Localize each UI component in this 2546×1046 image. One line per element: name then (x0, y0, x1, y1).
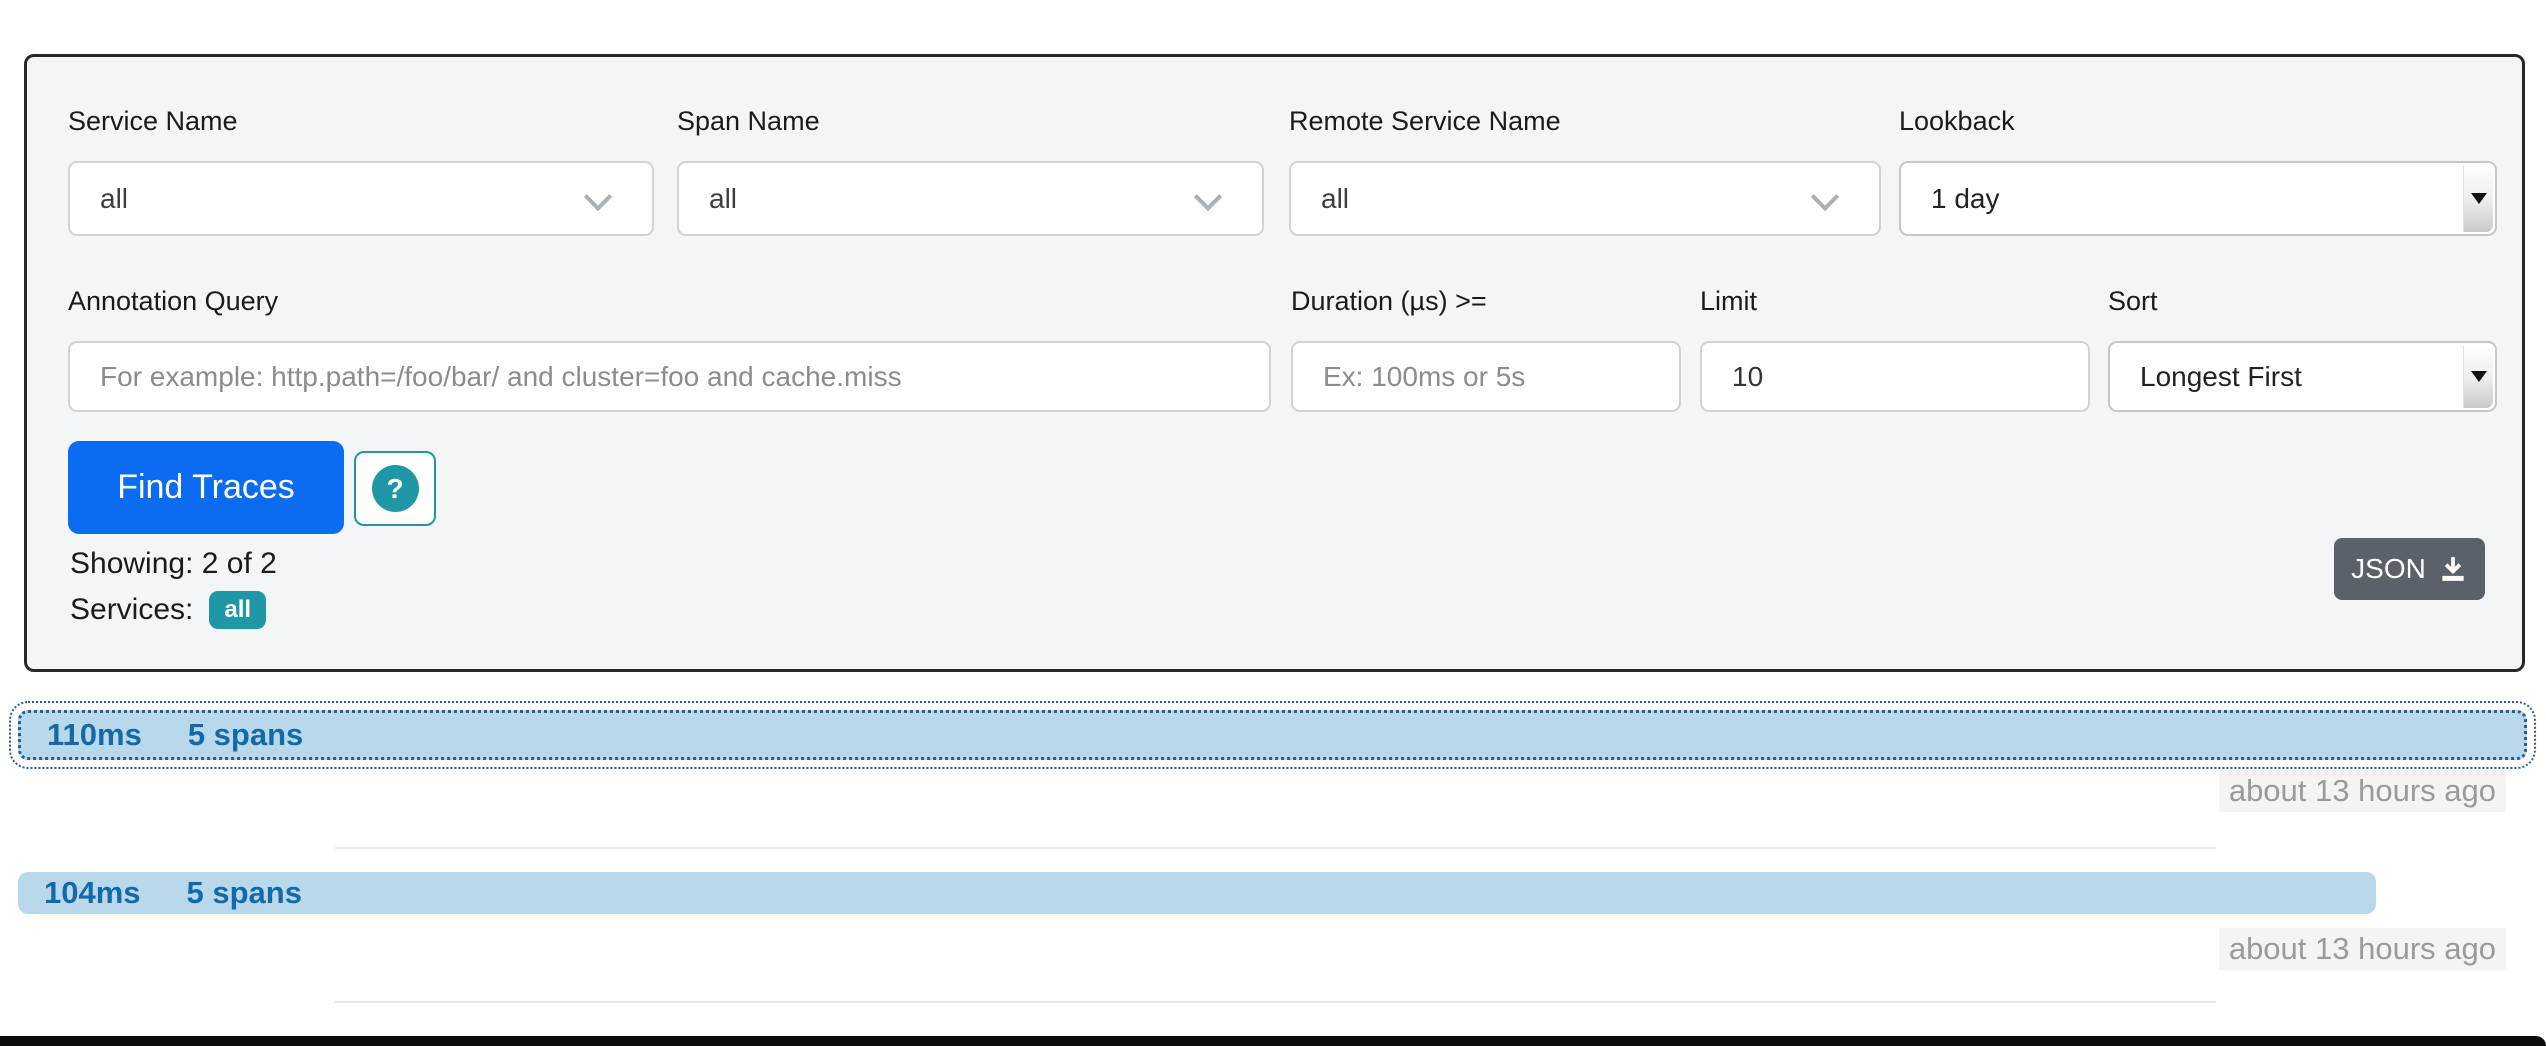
annotation-query-input[interactable] (100, 360, 1269, 393)
duration-field: Duration (µs) >= (1291, 286, 1681, 412)
lookback-label: Lookback (1899, 106, 2015, 136)
span-name-select[interactable]: all (677, 161, 1264, 236)
services-label: Services: (70, 593, 194, 626)
sort-select[interactable]: Longest First (2108, 341, 2497, 412)
help-button[interactable]: ? (354, 451, 436, 526)
bottom-panel-edge (0, 1036, 2546, 1046)
download-icon (2442, 557, 2464, 581)
span-name-value: all (709, 182, 738, 214)
trace-timestamp: about 13 hours ago (2218, 770, 2506, 812)
service-name-field: Service Name all (68, 106, 654, 236)
json-download-button[interactable]: JSON (2334, 538, 2485, 600)
remote-service-name-value: all (1321, 182, 1350, 214)
sort-field: Sort Longest First (2108, 286, 2497, 412)
question-icon: ? (371, 465, 419, 512)
lookback-value: 1 day (1931, 182, 2000, 214)
find-traces-button[interactable]: Find Traces (68, 441, 344, 534)
trace-row[interactable]: 104ms 5 spans (18, 872, 2377, 914)
sort-label: Sort (2108, 286, 2158, 316)
showing-count-text: Showing: 2 of 2 (70, 547, 277, 580)
remote-service-name-field: Remote Service Name all (1289, 106, 1881, 236)
service-name-select[interactable]: all (68, 161, 654, 236)
caret-down-icon (2463, 345, 2493, 408)
services-line: Services: all (70, 591, 267, 629)
trace-duration: 110ms (47, 717, 142, 752)
service-name-label: Service Name (68, 106, 238, 136)
trace-separator (335, 847, 2216, 849)
lookback-field: Lookback 1 day (1899, 106, 2497, 236)
lookback-select[interactable]: 1 day (1899, 161, 2497, 236)
duration-label: Duration (µs) >= (1291, 286, 1487, 316)
trace-search-panel: Service Name all Span Name all Remote Se… (24, 54, 2525, 672)
span-name-label: Span Name (677, 106, 820, 136)
span-name-field: Span Name all (677, 106, 1264, 236)
remote-service-name-select[interactable]: all (1289, 161, 1881, 236)
trace-results-list: 110ms 5 spans about 13 hours ago 104ms 5… (9, 0, 2536, 1046)
trace-separator (335, 1001, 2216, 1003)
trace-duration: 104ms (44, 875, 141, 910)
trace-span-count: 5 spans (187, 717, 304, 752)
caret-down-icon (2463, 165, 2493, 232)
trace-span-count: 5 spans (186, 875, 302, 910)
duration-input[interactable] (1323, 360, 1679, 393)
trace-timestamp: about 13 hours ago (2218, 928, 2506, 970)
annotation-query-field: Annotation Query (68, 286, 1271, 412)
limit-label: Limit (1700, 286, 1758, 316)
limit-field: Limit (1700, 286, 2090, 412)
sort-value: Longest First (2140, 360, 2302, 392)
annotation-query-label: Annotation Query (68, 286, 279, 316)
json-button-label: JSON (2351, 553, 2426, 584)
remote-service-name-label: Remote Service Name (1289, 106, 1561, 136)
service-badge: all (209, 591, 267, 629)
trace-row[interactable]: 110ms 5 spans (9, 701, 2536, 769)
service-name-value: all (100, 182, 129, 214)
limit-input[interactable] (1732, 360, 2088, 393)
